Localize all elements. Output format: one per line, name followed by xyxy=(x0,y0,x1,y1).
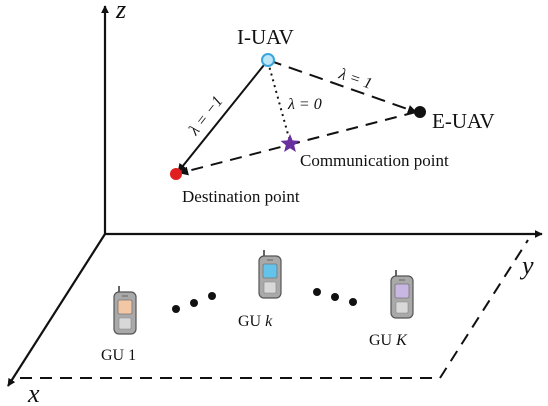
gu-K-phone-icon xyxy=(390,270,414,319)
path-iuav-to-communication-point xyxy=(267,61,290,139)
iuav-label: I-UAV xyxy=(237,25,294,49)
lambda-label-euav: λ = 1 xyxy=(336,65,374,92)
gu-k-label: GU k xyxy=(238,313,273,330)
ellipsis-dots-right xyxy=(313,288,357,306)
euav-label: E-UAV xyxy=(432,109,495,133)
ground-plane-right-edge xyxy=(439,239,529,379)
communication-point-star-icon xyxy=(280,134,300,152)
path-iuav-to-destination xyxy=(177,59,269,173)
destination-point-label: Destination point xyxy=(182,187,300,206)
destination-node xyxy=(170,168,182,180)
axis-label-y: y xyxy=(519,251,534,280)
euav-node xyxy=(414,106,426,118)
communication-point-label: Communication point xyxy=(300,151,449,170)
axis-label-x: x xyxy=(27,379,40,406)
axis-label-z: z xyxy=(115,0,126,24)
gu-1-label: GU 1 xyxy=(101,347,136,364)
lambda-label-destination: λ = −1 xyxy=(185,93,226,139)
gu-K-label: GU K xyxy=(369,332,408,349)
path-iuav-to-euav xyxy=(267,59,417,114)
gu-k-phone-icon xyxy=(258,250,282,299)
x-axis xyxy=(7,233,106,387)
path-euav-to-destination xyxy=(179,111,417,176)
iuav-node xyxy=(261,53,275,67)
gu-1-phone-icon xyxy=(113,286,137,335)
ellipsis-dots-left xyxy=(172,292,216,313)
lambda-label-communication: λ = 0 xyxy=(287,96,322,113)
